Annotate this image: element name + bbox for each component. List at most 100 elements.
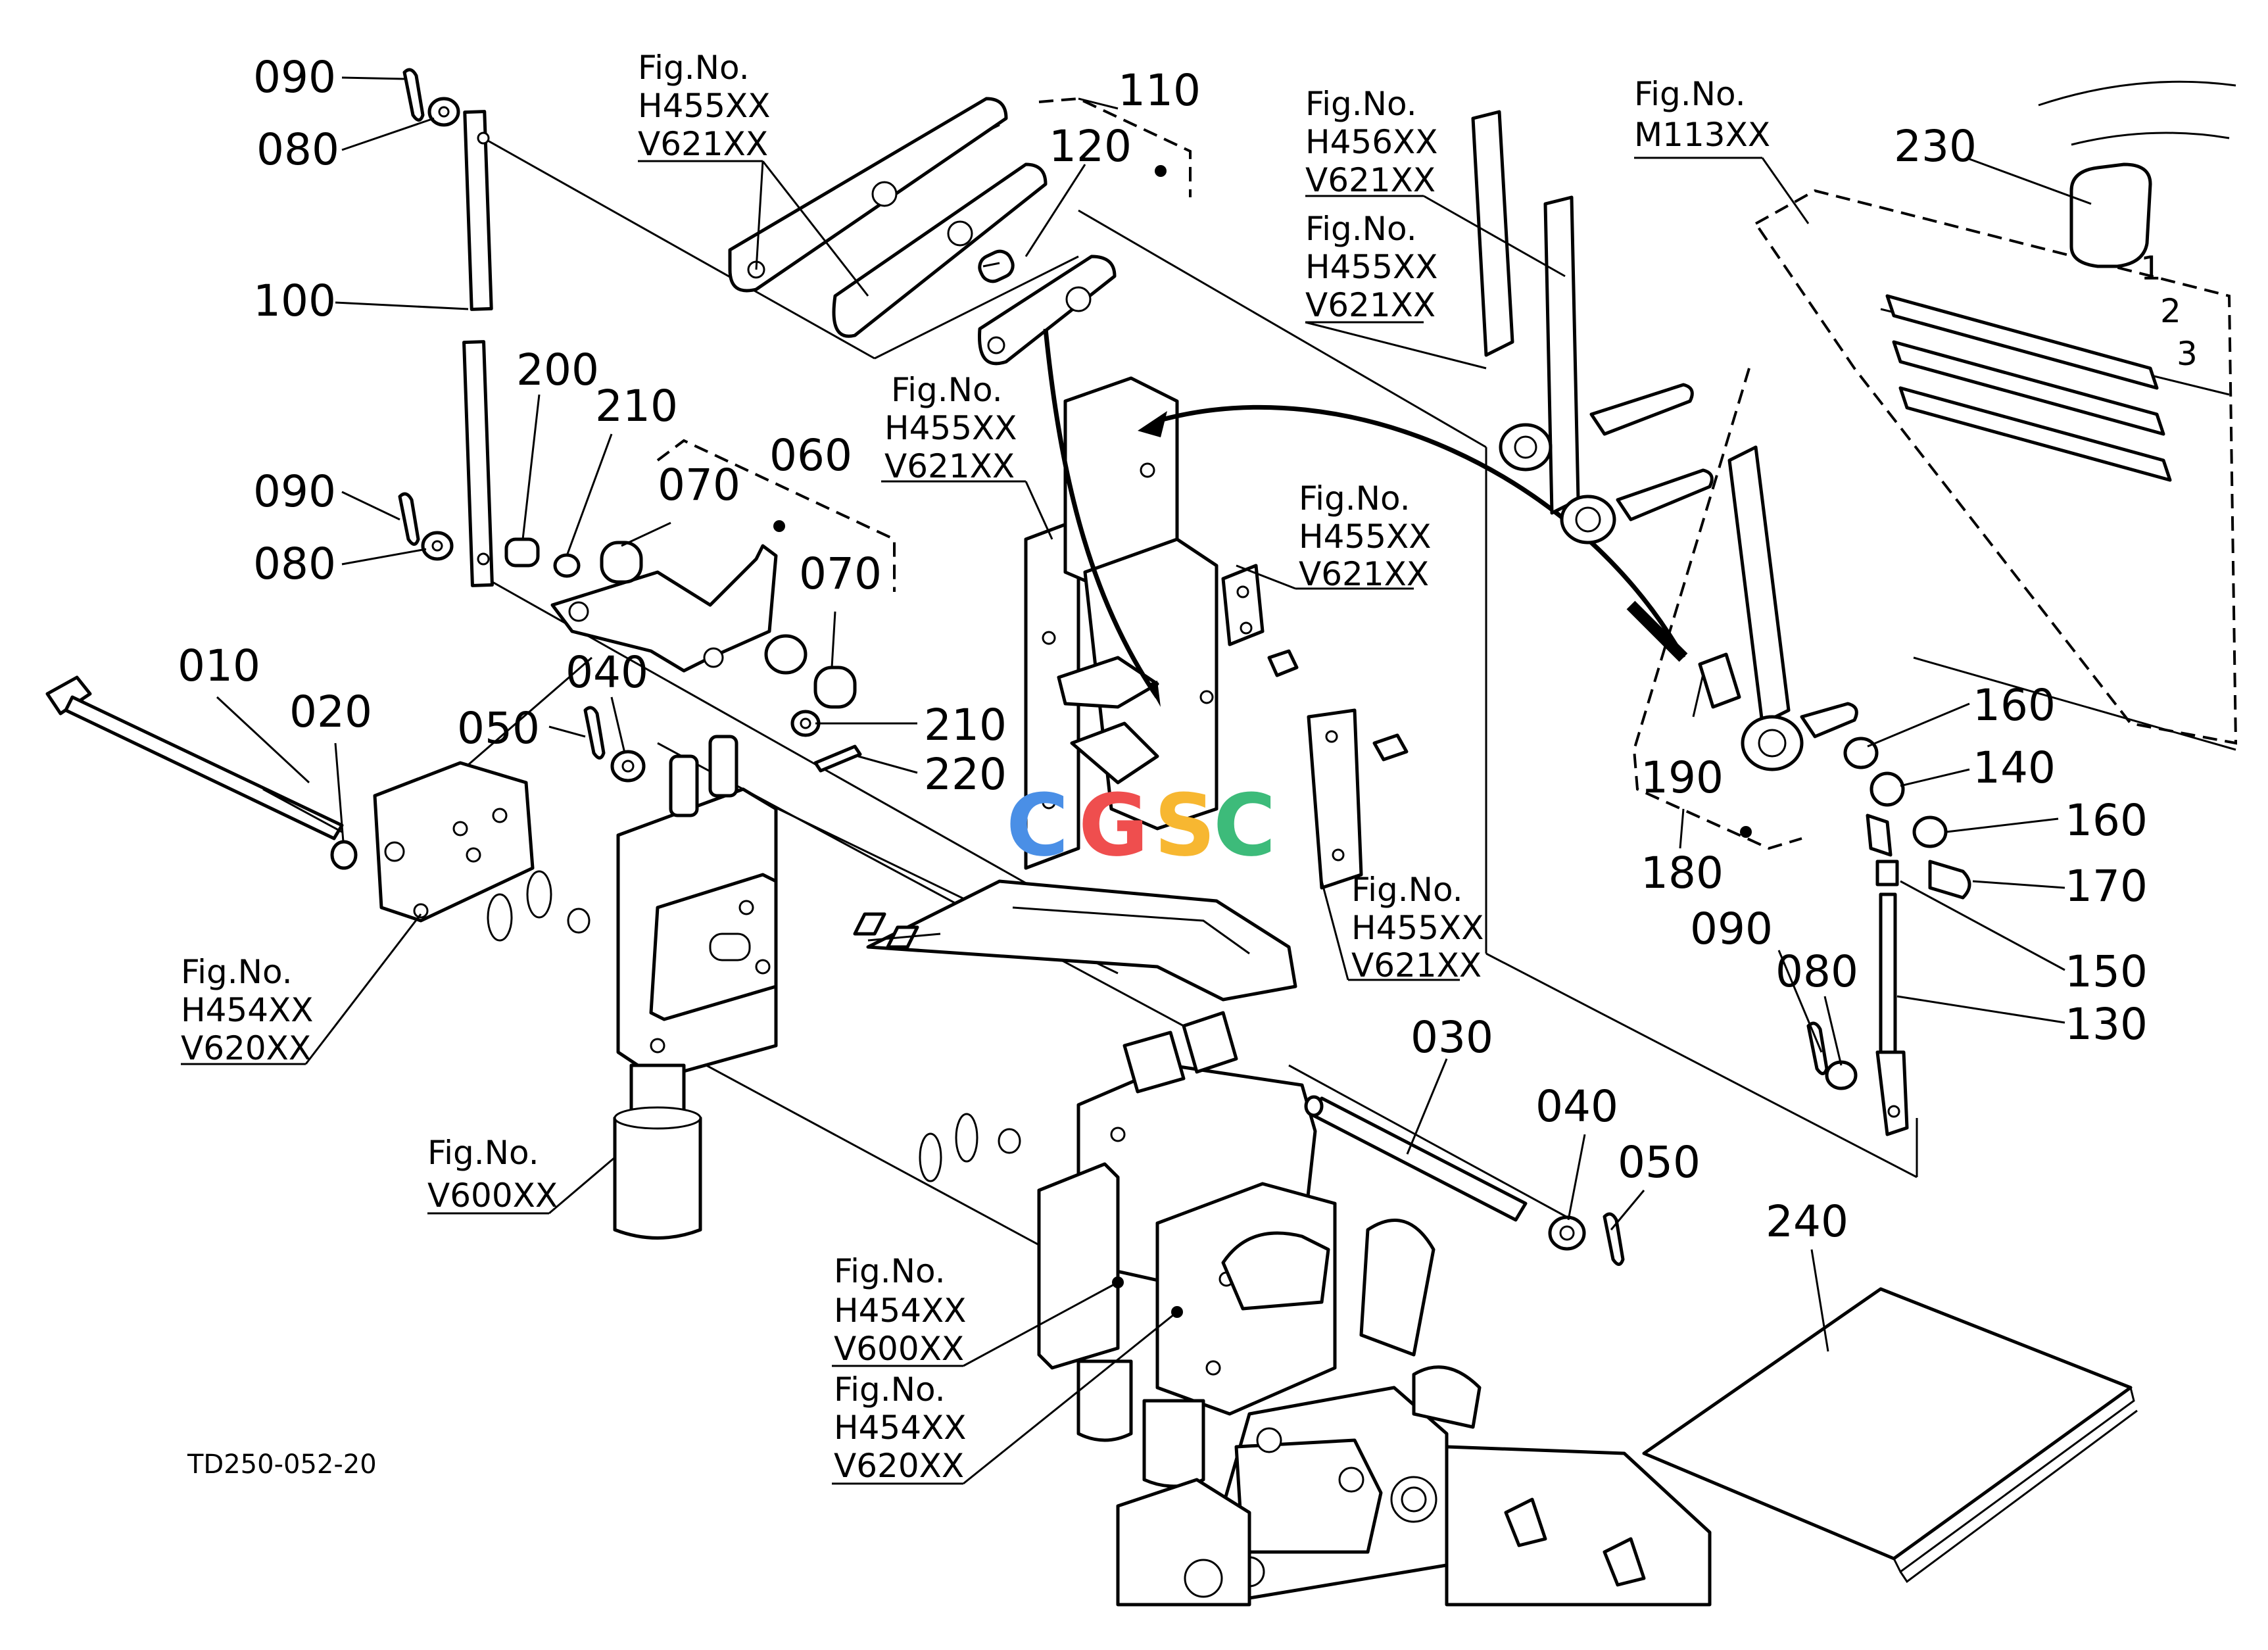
label-190: 190 <box>1641 752 1724 803</box>
control-levers <box>1471 110 1714 545</box>
svg-text:V621XX: V621XX <box>1305 161 1436 199</box>
console-panel <box>1754 80 2238 751</box>
svg-text:Fig.No.: Fig.No. <box>1634 75 1746 113</box>
bolt-010 <box>45 675 358 870</box>
svg-text:H454XX: H454XX <box>834 1409 967 1447</box>
svg-text:V600XX: V600XX <box>427 1177 558 1215</box>
gate-mark-1: 1 <box>2140 249 2161 287</box>
svg-text:H454XX: H454XX <box>834 1292 967 1330</box>
clip-050-right <box>1603 1212 1625 1266</box>
svg-text:V621XX: V621XX <box>884 447 1015 485</box>
label-160-b: 160 <box>2065 795 2148 846</box>
label-120: 120 <box>1049 121 1132 172</box>
watermark-letter-4: C <box>1213 775 1276 875</box>
upper-link-plates <box>728 97 1048 338</box>
shift-gate-marks: 1 2 3 <box>2140 249 2198 373</box>
label-090-b: 090 <box>253 466 336 517</box>
svg-text:H454XX: H454XX <box>181 991 314 1029</box>
svg-text:V620XX: V620XX <box>834 1447 964 1485</box>
label-210-b: 210 <box>924 700 1007 750</box>
svg-text:H455XX: H455XX <box>1351 909 1484 947</box>
fig-ref-bracket-1: Fig.No. H455XX V621XX <box>1299 479 1432 593</box>
svg-text:Fig.No.: Fig.No. <box>1305 210 1417 248</box>
label-140: 140 <box>1973 742 2056 793</box>
svg-text:V621XX: V621XX <box>638 125 768 163</box>
label-110: 110 <box>1118 65 1201 116</box>
fig-ref-valve-b: Fig.No. H454XX V620XX <box>834 1371 967 1485</box>
label-200: 200 <box>516 345 599 395</box>
svg-text:Fig.No.: Fig.No. <box>834 1252 946 1290</box>
fig-ref-bracket-2: Fig.No. H455XX V621XX <box>1351 871 1484 984</box>
svg-text:V600XX: V600XX <box>834 1330 964 1368</box>
label-020: 020 <box>289 687 372 737</box>
svg-text:H455XX: H455XX <box>1305 248 1438 286</box>
label-080-a: 080 <box>256 124 339 175</box>
label-050-a: 050 <box>457 703 540 754</box>
label-060: 060 <box>769 430 852 481</box>
watermark-letter-3: S <box>1154 775 1216 875</box>
washer-080-top <box>427 97 460 127</box>
link-rod-100 <box>462 110 494 587</box>
label-070-b: 070 <box>799 548 882 599</box>
fig-ref-lever-b: Fig.No. H455XX V621XX <box>1305 210 1438 324</box>
svg-text:Fig.No.: Fig.No. <box>1351 871 1463 909</box>
svg-text:V621XX: V621XX <box>1351 946 1482 984</box>
label-040-b: 040 <box>1535 1081 1618 1132</box>
part-number-labels: 090 080 100 090 080 200 210 070 060 070 … <box>178 52 2148 1247</box>
small-bracket-right <box>1221 564 1409 890</box>
center-frame <box>853 879 1297 1002</box>
leader-lines <box>216 76 2092 1352</box>
fig-ref-lever-a: Fig.No. H456XX V621XX <box>1305 85 1438 199</box>
label-220: 220 <box>924 749 1007 800</box>
svg-text:Fig.No.: Fig.No. <box>638 49 750 87</box>
label-090-c: 090 <box>1690 904 1773 954</box>
svg-text:M113XX: M113XX <box>1634 116 1770 154</box>
label-080-c: 080 <box>1775 946 1858 997</box>
shift-lever-right <box>1632 368 1858 850</box>
label-150: 150 <box>2065 946 2148 997</box>
gate-mark-3: 3 <box>2177 335 2198 373</box>
cylinder-v600 <box>613 1063 702 1240</box>
pin-200 <box>504 537 540 568</box>
knob-230 <box>2069 162 2152 268</box>
label-030: 030 <box>1411 1012 1493 1063</box>
diagram-code: TD250-052-20 <box>187 1449 377 1480</box>
fig-ref-mid: Fig.No. H455XX V621XX <box>884 371 1017 485</box>
gate-mark-2: 2 <box>2160 292 2181 330</box>
fig-ref-panel: Fig.No. M113XX <box>1634 75 1770 154</box>
label-130: 130 <box>2065 999 2148 1050</box>
svg-text:H455XX: H455XX <box>638 87 771 125</box>
label-070-a: 070 <box>658 460 740 510</box>
svg-text:V621XX: V621XX <box>1305 286 1436 324</box>
svg-text:Fig.No.: Fig.No. <box>427 1134 539 1172</box>
link-assembly-110 <box>978 97 1192 366</box>
svg-text:H456XX: H456XX <box>1305 123 1438 161</box>
washer-040-left <box>610 750 646 783</box>
label-180: 180 <box>1641 848 1724 898</box>
svg-text:H455XX: H455XX <box>884 409 1017 447</box>
svg-text:Fig.No.: Fig.No. <box>834 1371 946 1409</box>
watermark-logo: C G S C <box>1006 775 1276 875</box>
watermark-letter-1: C <box>1006 775 1069 875</box>
watermark-letter-2: G <box>1078 775 1149 875</box>
svg-text:Fig.No.: Fig.No. <box>891 371 1003 409</box>
figure-ref-leaders <box>181 157 1810 1485</box>
clip-090-mid <box>398 492 420 546</box>
fig-ref-cylinder: Fig.No. V600XX <box>427 1134 558 1215</box>
washer-210-upper <box>553 553 581 578</box>
valve-end-plate <box>373 761 591 942</box>
clip-090-top <box>402 68 425 122</box>
washer-080-mid <box>421 531 454 561</box>
label-210-a: 210 <box>595 381 678 431</box>
label-240: 240 <box>1766 1196 1848 1247</box>
rod-assembly-130 <box>1806 737 1971 1136</box>
clip-050-left <box>583 706 606 760</box>
control-cable <box>1043 328 1688 707</box>
label-100: 100 <box>253 276 336 326</box>
pin-220 <box>813 744 862 773</box>
label-160-a: 160 <box>1973 680 2056 731</box>
left-valve-block <box>616 735 778 1080</box>
manual-240 <box>1642 1287 2138 1584</box>
